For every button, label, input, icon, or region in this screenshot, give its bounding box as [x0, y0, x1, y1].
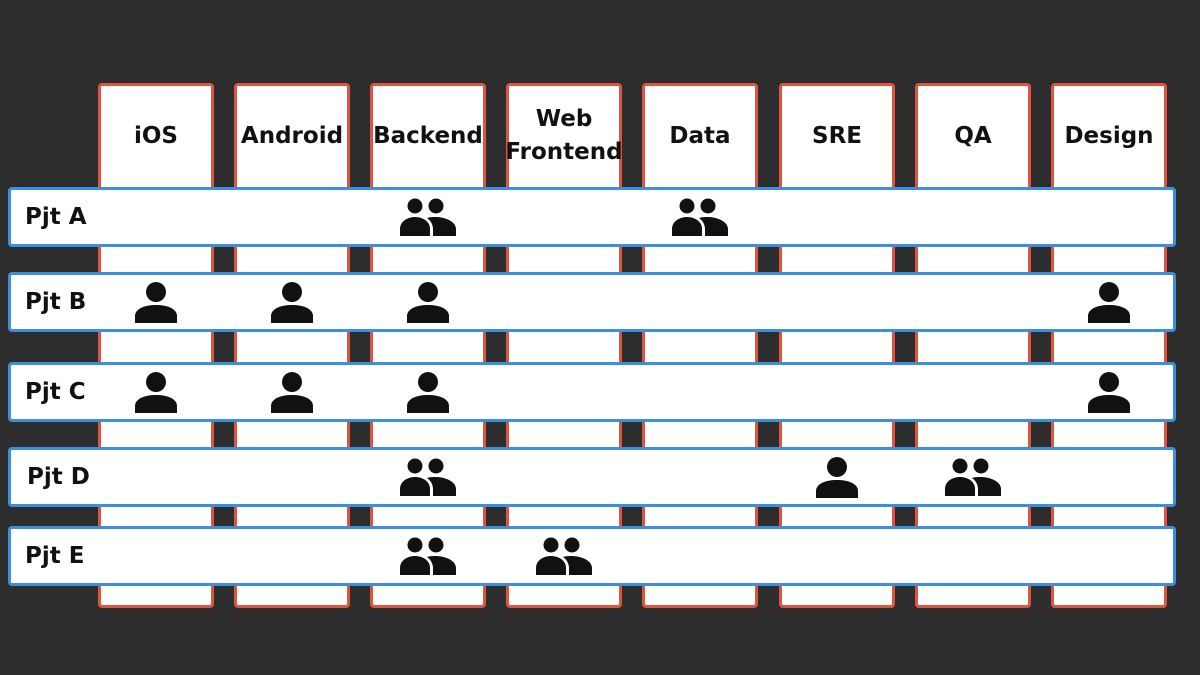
person-icon: [271, 282, 313, 323]
column-android: Android: [234, 83, 350, 608]
project-row: Pjt B: [8, 272, 1176, 332]
project-label: Pjt B: [25, 289, 87, 315]
column-label-sre: SRE: [812, 122, 862, 149]
person-icon: [407, 282, 449, 323]
column-web-frontend: Web Frontend: [505, 83, 623, 608]
column-label-android: Android: [240, 122, 344, 149]
person-icon: [1088, 282, 1130, 323]
column-design: Design: [1051, 83, 1167, 608]
project-label: Pjt A: [25, 204, 87, 230]
person-icon: [816, 457, 858, 498]
column-label-qa: QA: [954, 122, 992, 149]
group-icon: [672, 198, 728, 236]
project-row: Pjt A: [8, 187, 1176, 247]
group-icon: [400, 458, 456, 496]
column-label-design: Design: [1064, 122, 1154, 149]
person-icon: [407, 372, 449, 413]
project-label: Pjt D: [27, 464, 90, 490]
group-icon: [400, 198, 456, 236]
column-label-data: Data: [669, 122, 731, 149]
column-backend: Backend: [370, 83, 486, 608]
project-row: Pjt D: [8, 447, 1176, 507]
project-row: Pjt C: [8, 362, 1176, 422]
column-sre: SRE: [779, 83, 895, 608]
person-icon: [135, 372, 177, 413]
column-label-backend: Backend: [373, 122, 483, 149]
group-icon: [945, 458, 1001, 496]
project-label: Pjt C: [25, 379, 86, 405]
column-qa: QA: [915, 83, 1031, 608]
person-icon: [135, 282, 177, 323]
column-data: Data: [642, 83, 758, 608]
group-icon: [536, 537, 592, 575]
column-label-web-frontend: Web Frontend: [505, 106, 623, 165]
column-label-ios: iOS: [133, 122, 178, 149]
person-icon: [1088, 372, 1130, 413]
group-icon: [400, 537, 456, 575]
project-row: Pjt E: [8, 526, 1176, 586]
person-icon: [271, 372, 313, 413]
project-label: Pjt E: [25, 543, 85, 569]
column-ios: iOS: [98, 83, 214, 608]
